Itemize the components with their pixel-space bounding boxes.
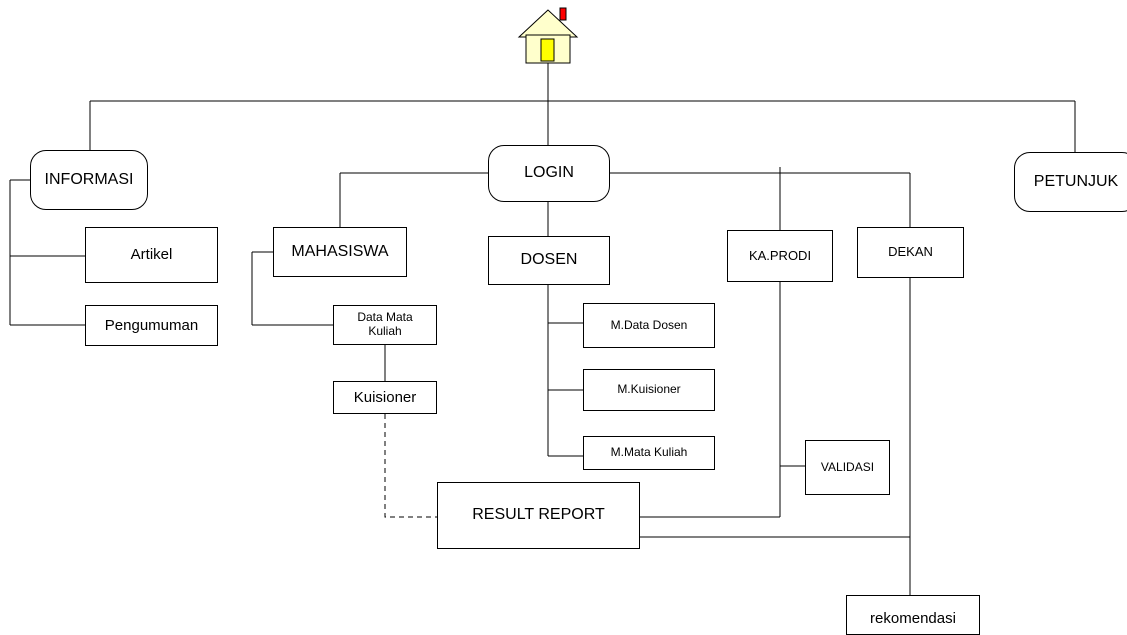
informasi-node[interactable]: INFORMASI — [30, 150, 148, 210]
house-door-shape — [540, 38, 555, 62]
home-icon — [517, 7, 579, 64]
m-data-dosen-node[interactable]: M.Data Dosen — [583, 303, 715, 348]
data-mata-kuliah-node[interactable]: Data Mata Kuliah — [333, 305, 437, 345]
artikel-node[interactable]: Artikel — [85, 227, 218, 283]
m-kuisioner-node[interactable]: M.Kuisioner — [583, 369, 715, 411]
login-node[interactable]: LOGIN — [488, 145, 610, 202]
ka-prodi-node[interactable]: KA.PRODI — [727, 230, 833, 282]
dosen-node[interactable]: DOSEN — [488, 236, 610, 285]
connector-kuisioner-report-dashed — [384, 414, 437, 518]
roof-shape — [517, 9, 579, 38]
chimney-shape — [559, 7, 567, 21]
kuisioner-node[interactable]: Kuisioner — [333, 381, 437, 414]
result-report-node[interactable]: RESULT REPORT — [437, 482, 640, 549]
mahasiswa-node[interactable]: MAHASISWA — [273, 227, 407, 277]
site-map-connectors — [9, 7, 1076, 595]
rekomendasi-node[interactable]: rekomendasi — [846, 595, 980, 635]
pengumuman-node[interactable]: Pengumuman — [85, 305, 218, 346]
dekan-node[interactable]: DEKAN — [857, 227, 964, 278]
validasi-node[interactable]: VALIDASI — [805, 440, 890, 495]
petunjuk-node[interactable]: PETUNJUK — [1014, 152, 1127, 212]
m-mata-kuliah-node[interactable]: M.Mata Kuliah — [583, 436, 715, 470]
